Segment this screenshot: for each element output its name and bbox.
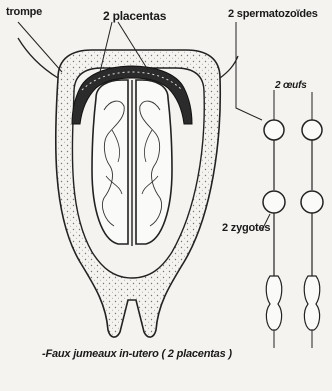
figure-caption: -Faux jumeaux in-utero ( 2 placentas ): [42, 348, 232, 360]
label-trompe: trompe: [6, 6, 42, 18]
left-cell-sequence: [263, 90, 285, 348]
label-zygotes: 2 zygotes: [222, 222, 270, 234]
label-oeufs: 2 œufs: [275, 80, 307, 91]
label-placentas: 2 placentas: [103, 9, 166, 23]
label-spermatozoides: 2 spermatozoïdes: [228, 8, 318, 20]
sperm-pointer: [236, 22, 262, 120]
right-cell-sequence: [301, 92, 323, 348]
